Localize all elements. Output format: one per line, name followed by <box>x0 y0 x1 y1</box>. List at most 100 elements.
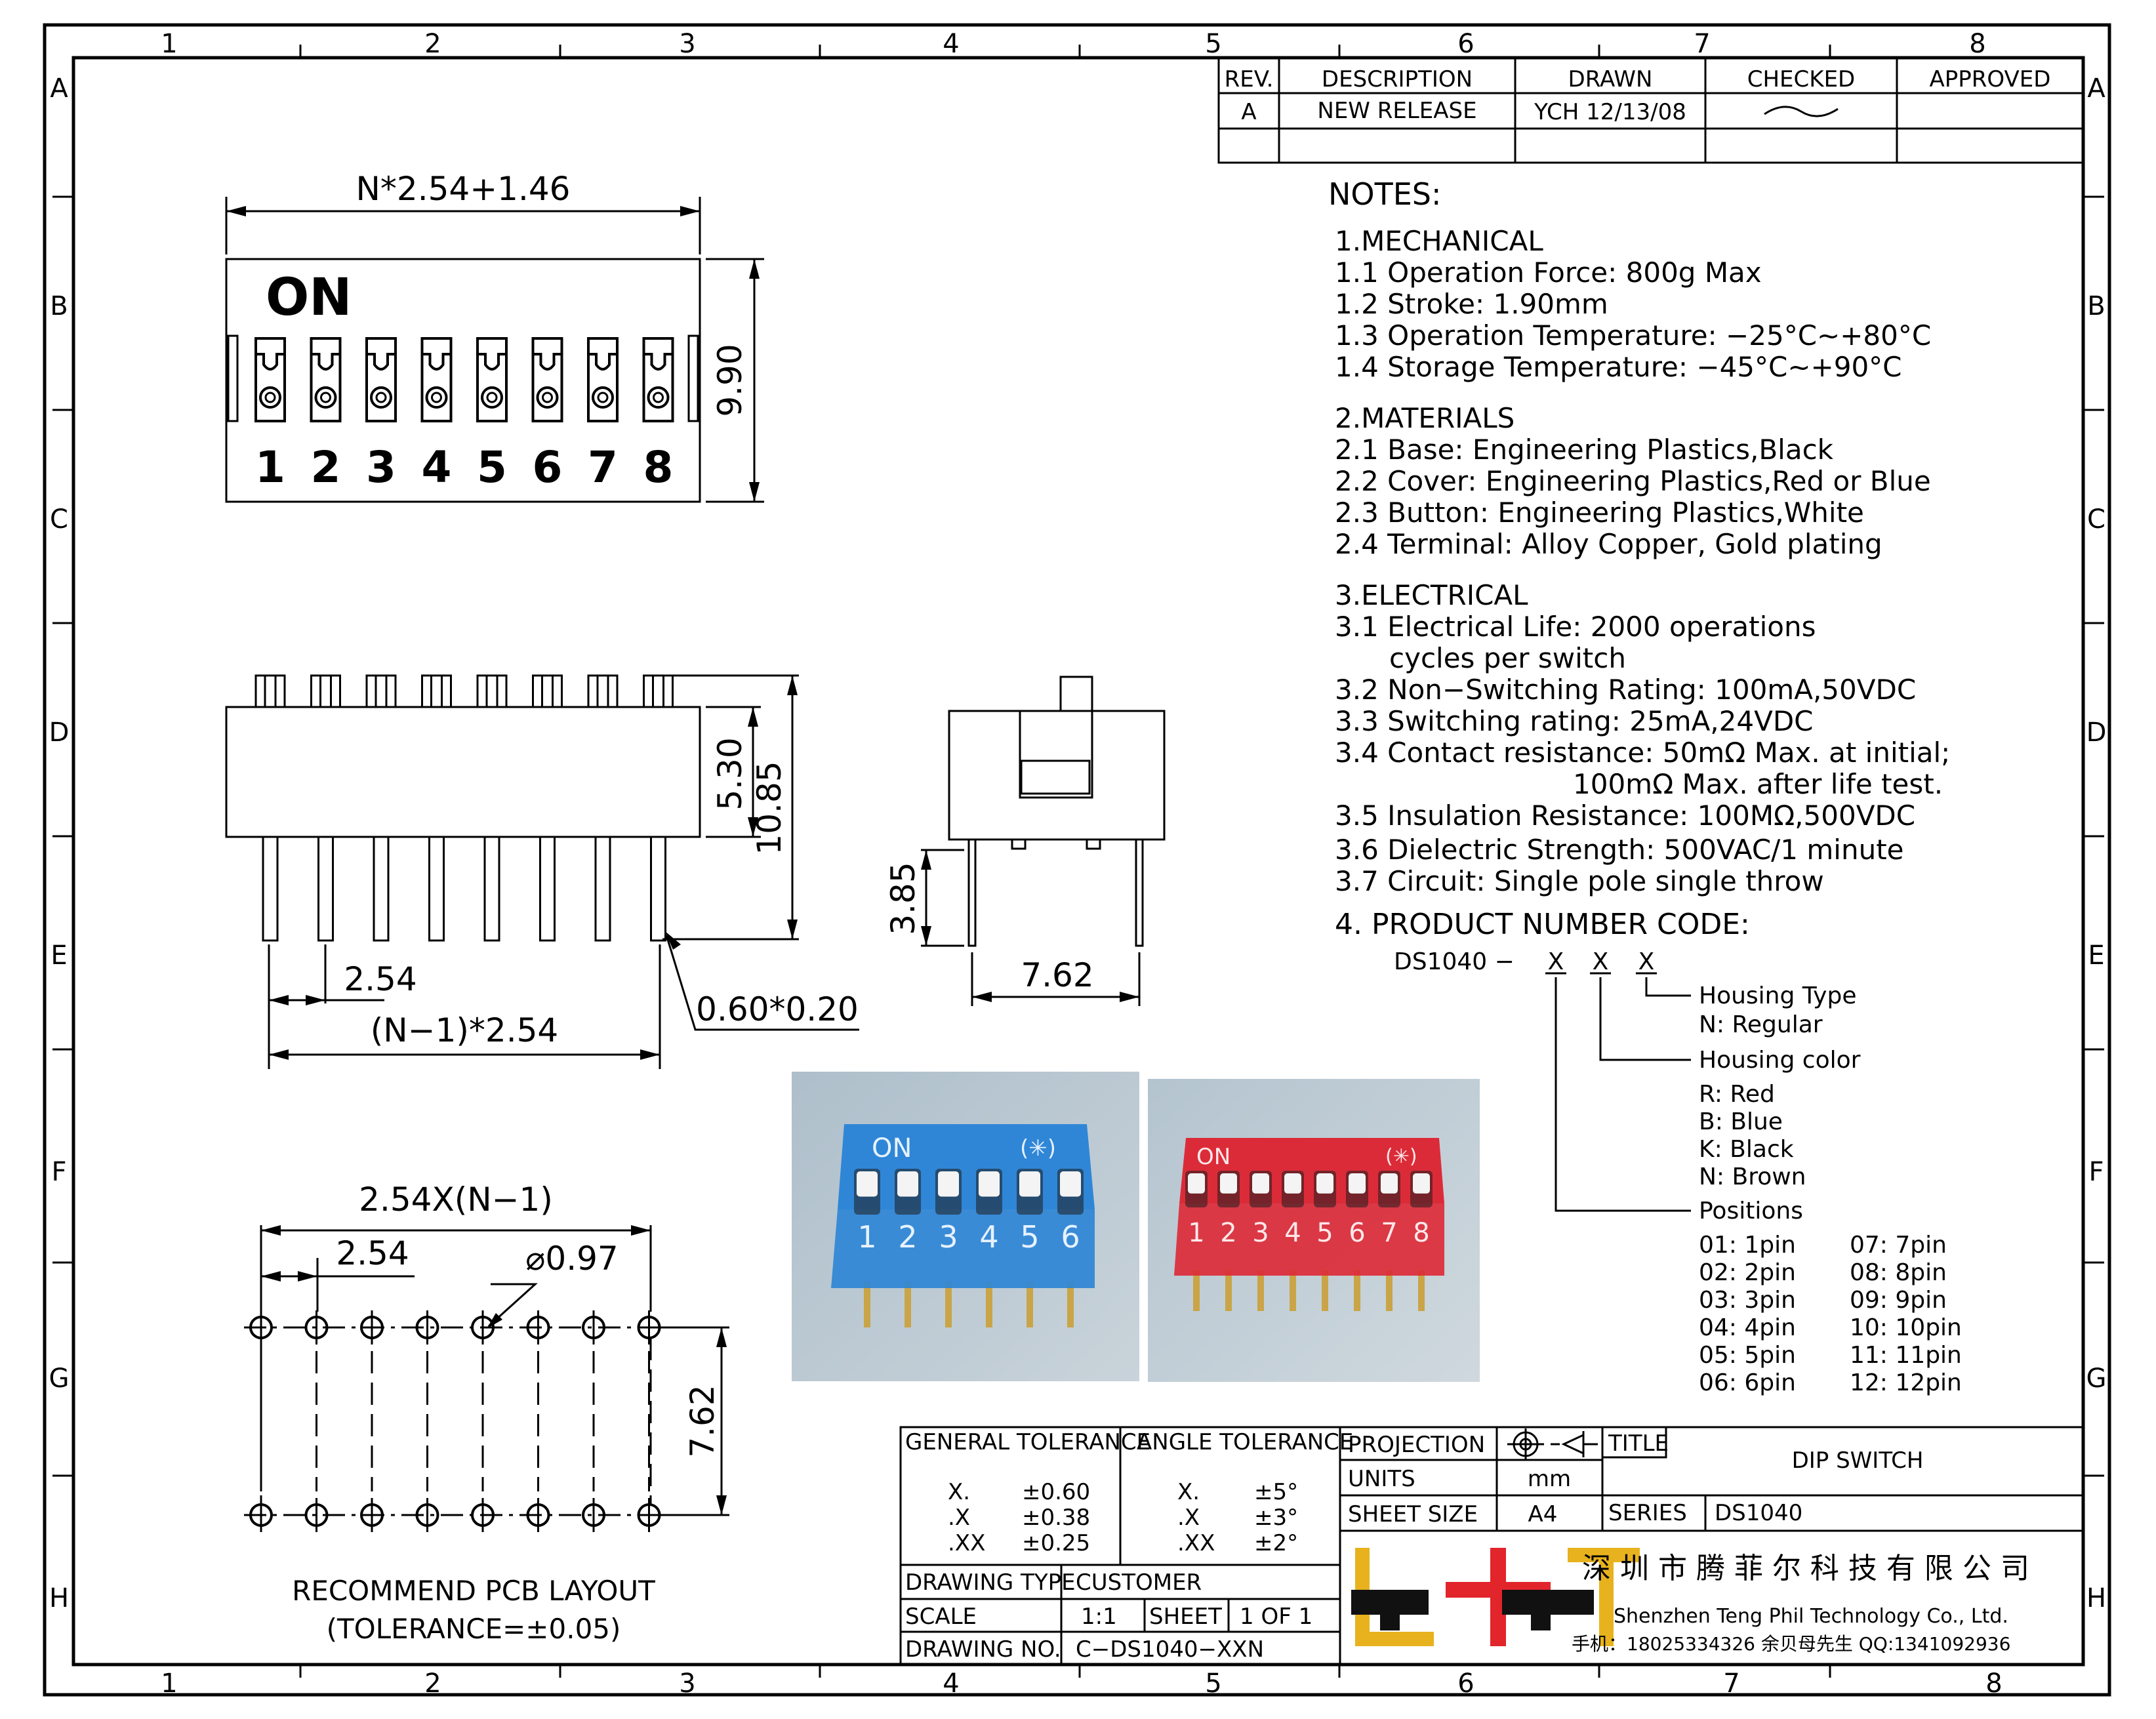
position-option: 08: 8pin <box>1850 1259 1947 1286</box>
blue-pin <box>905 1282 911 1327</box>
note-line: 1.3 Operation Temperature: −25°C~+80°C <box>1335 319 1931 352</box>
position-option: 02: 2pin <box>1699 1259 1796 1286</box>
switch-knob-outer <box>536 386 559 409</box>
general-tolerance-value: ±0.25 <box>1022 1530 1090 1556</box>
body-height-dimension: 5.30 <box>711 737 749 810</box>
blue-number: 3 <box>939 1219 958 1255</box>
row-label: D <box>2086 718 2107 748</box>
blue-pin <box>1027 1282 1033 1327</box>
red-button <box>1413 1173 1430 1194</box>
top-width-dimension: N*2.54+1.46 <box>356 170 571 208</box>
col-label: 7 <box>1694 29 1710 59</box>
blue-pin <box>986 1282 992 1327</box>
switch-slot <box>476 337 508 422</box>
housing-color-option: N: Brown <box>1699 1163 1806 1190</box>
switch-knob-outer <box>370 386 392 409</box>
note-line: 2.MATERIALS <box>1335 402 1515 434</box>
pcb-caption: RECOMMEND PCB LAYOUT <box>292 1575 655 1607</box>
blue-number: 4 <box>979 1219 998 1255</box>
red-pin <box>1418 1270 1425 1311</box>
red-number: 4 <box>1284 1218 1301 1248</box>
note-line: 100mΩ Max. after life test. <box>1573 768 1943 800</box>
position-option: 03: 3pin <box>1699 1287 1796 1314</box>
sheet-value: 1 OF 1 <box>1240 1604 1312 1630</box>
blue-number: 1 <box>857 1219 876 1255</box>
row-label: E <box>51 940 67 971</box>
pcb-holes <box>244 1310 666 1532</box>
switch-number: 1 <box>255 442 285 493</box>
blue-button <box>857 1171 878 1197</box>
description-value: NEW RELEASE <box>1317 98 1476 124</box>
sheet-size-value: A4 <box>1528 1501 1558 1527</box>
housing-color-option: R: Red <box>1699 1081 1775 1108</box>
position-option: 05: 5pin <box>1699 1342 1796 1369</box>
col-label: 3 <box>679 29 695 59</box>
scale-value: 1:1 <box>1081 1604 1117 1630</box>
side-pin-top <box>421 674 452 707</box>
switch-knob-inner <box>597 392 609 403</box>
note-line: 1.2 Stroke: 1.90mm <box>1335 288 1608 320</box>
switch-slot <box>642 337 674 422</box>
note-line: 1.MECHANICAL <box>1335 225 1543 257</box>
blue-number: 2 <box>898 1219 917 1255</box>
red-number: 3 <box>1252 1218 1269 1248</box>
row-label: C <box>2087 504 2105 535</box>
side-pin-top <box>365 674 397 707</box>
product-code-prefix: DS1040 − <box>1394 948 1515 975</box>
col-label: 1 <box>161 29 177 59</box>
side-pin <box>594 836 611 942</box>
blue-number: 5 <box>1020 1219 1039 1255</box>
company-name-cn: 深 圳 市 腾 菲 尔 科 技 有 限 公 司 <box>1582 1552 2029 1585</box>
notes-title: NOTES: <box>1328 176 1441 212</box>
drawn-value: YCH 12/13/08 <box>1534 99 1686 125</box>
pcb-span-dimension: 2.54X(N−1) <box>359 1181 553 1219</box>
drawing-type-value: CUSTOMER <box>1076 1569 1202 1596</box>
housing-color-option: B: Blue <box>1699 1108 1783 1135</box>
projection-icon <box>1507 1428 1598 1460</box>
red-pin <box>1354 1270 1360 1311</box>
blue-number: 6 <box>1061 1219 1080 1255</box>
red-pin <box>1225 1270 1232 1311</box>
checked-header: CHECKED <box>1747 66 1856 92</box>
side-pin <box>428 836 445 942</box>
company-contact: 手机：18025334326 余贝母先生 QQ:1341092936 <box>1572 1633 2010 1655</box>
note-line: 2.1 Base: Engineering Plastics,Black <box>1335 434 1834 466</box>
col-label: 6 <box>1457 29 1474 59</box>
switch-knob-inner <box>431 392 442 403</box>
col-label: 3 <box>679 1668 695 1699</box>
note-line: 3.1 Electrical Life: 2000 operations <box>1335 611 1816 643</box>
switch-knob-outer <box>314 386 337 409</box>
angle-tolerance-value: ±3° <box>1254 1505 1298 1531</box>
side-pin-top <box>476 674 508 707</box>
drawing-no-label: DRAWING NO. <box>905 1636 1061 1663</box>
projection-label: PROJECTION <box>1348 1432 1485 1458</box>
red-on-label: ON <box>1196 1144 1231 1170</box>
side-pin <box>262 836 279 942</box>
blue-logo: (✳) <box>1020 1135 1056 1162</box>
side-pin-top <box>532 674 563 707</box>
switch-number: 2 <box>311 442 341 493</box>
side-pin <box>373 836 390 942</box>
company-logo <box>1351 1548 1640 1646</box>
note-line: 3.3 Switching rating: 25mA,24VDC <box>1335 705 1814 737</box>
title-value: DIP SWITCH <box>1792 1447 1924 1474</box>
blue-pin <box>864 1282 870 1327</box>
pin-span-dimension: (N−1)*2.54 <box>371 1011 558 1049</box>
switch-number: 8 <box>643 442 674 493</box>
positions-label: Positions <box>1699 1198 1803 1224</box>
notes: NOTES: 1.MECHANICAL 1.1 Operation Force:… <box>1328 176 1950 897</box>
col-label: 8 <box>1969 29 1985 59</box>
switch-slot <box>531 337 563 422</box>
red-switch-buttons <box>1185 1171 1433 1207</box>
red-button <box>1284 1173 1301 1194</box>
row-label: E <box>2088 940 2104 971</box>
side-pin-top <box>254 674 286 707</box>
position-option: 10: 10pin <box>1850 1314 1962 1341</box>
switch-knob-inner <box>653 392 664 403</box>
general-tolerance-place: X. <box>948 1479 970 1505</box>
units-label: UNITS <box>1348 1466 1415 1492</box>
product-code-x: X <box>1638 948 1655 975</box>
